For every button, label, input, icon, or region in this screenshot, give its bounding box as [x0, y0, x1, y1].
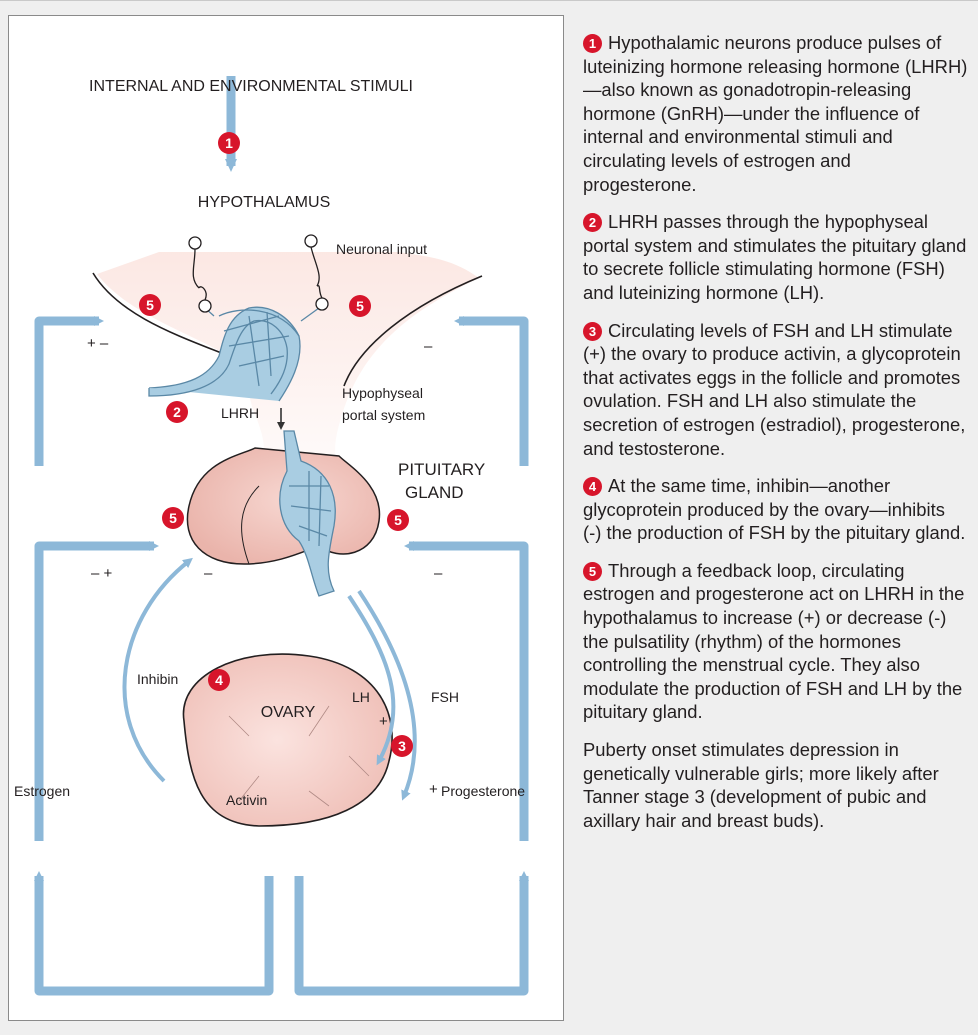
step-1-text: Hypothalamic neurons produce pulses of l… — [583, 32, 967, 195]
step-5-badge: 5 — [583, 562, 602, 581]
pituitary-label-line2: GLAND — [405, 483, 464, 502]
badge-5-top-left: 5 — [139, 294, 161, 316]
sign-plus-lh: + — [379, 713, 388, 730]
svg-text:5: 5 — [169, 510, 177, 526]
hypothalamus-label: HYPOTHALAMUS — [198, 194, 330, 211]
pituitary-label-line1: PITUITARY — [398, 460, 485, 479]
ovary-label: OVARY — [261, 704, 316, 721]
step-4-text: At the same time, inhibin—another glycop… — [583, 475, 965, 543]
sign-minus-bottom-right: – — [434, 565, 443, 582]
svg-text:5: 5 — [356, 298, 364, 314]
sign-plus-fsh: + — [429, 781, 438, 798]
step-3-text: Circulating levels of FSH and LH stimula… — [583, 320, 965, 459]
badge-5-top-right: 5 — [349, 295, 371, 317]
badge-1: 1 — [218, 132, 240, 154]
portal-label-line1: Hypophyseal — [342, 385, 423, 401]
step-5-text: Through a feedback loop, circulating est… — [583, 560, 964, 723]
badge-5-mid-left: 5 — [162, 507, 184, 529]
svg-text:5: 5 — [146, 297, 154, 313]
footnote: Puberty onset stimulates depression in g… — [583, 738, 968, 832]
badge-5-mid-right: 5 — [387, 509, 409, 531]
inhibin-label: Inhibin — [137, 671, 178, 687]
step-3-badge: 3 — [583, 322, 602, 341]
estrogen-label: Estrogen — [14, 783, 70, 799]
hormone-feedback-diagram: INTERNAL AND ENVIRONMENTAL STIMULI HYPOT… — [9, 16, 565, 1022]
progesterone-label: Progesterone — [441, 783, 525, 799]
svg-text:4: 4 — [215, 672, 223, 688]
svg-text:2: 2 — [173, 404, 181, 420]
step-2-text: LHRH passes through the hypophyseal port… — [583, 211, 966, 303]
step-2-badge: 2 — [583, 213, 602, 232]
sign-plus-minus: + – — [87, 335, 109, 352]
lh-label: LH — [352, 689, 370, 705]
svg-text:1: 1 — [225, 135, 233, 151]
stimuli-label: INTERNAL AND ENVIRONMENTAL STIMULI — [89, 78, 413, 95]
diagram-panel: INTERNAL AND ENVIRONMENTAL STIMULI HYPOT… — [8, 15, 564, 1021]
lhrh-label: LHRH — [221, 405, 259, 421]
sign-minus-plus: – + — [91, 565, 113, 582]
fsh-label: FSH — [431, 689, 459, 705]
neuronal-input-label: Neuronal input — [336, 241, 427, 257]
badge-2: 2 — [166, 401, 188, 423]
step-1-badge: 1 — [583, 34, 602, 53]
step-4-badge: 4 — [583, 477, 602, 496]
sign-minus-inhibin: – — [204, 565, 213, 582]
activin-label: Activin — [226, 792, 267, 808]
sign-minus-top-right: – — [424, 338, 433, 355]
badge-4: 4 — [208, 669, 230, 691]
svg-text:5: 5 — [394, 512, 402, 528]
badge-3: 3 — [391, 735, 413, 757]
portal-label-line2: portal system — [342, 407, 425, 423]
svg-text:3: 3 — [398, 738, 406, 754]
